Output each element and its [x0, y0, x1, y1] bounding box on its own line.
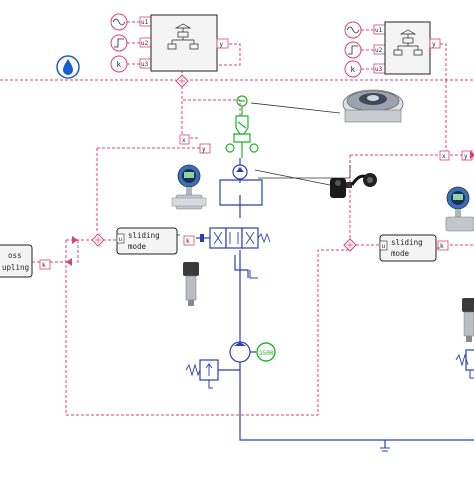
right-sliding-mode-block[interactable]: u sliding mode — [379, 234, 437, 262]
left-port-y: y — [220, 41, 224, 48]
right-port-u3: u3 — [375, 66, 383, 73]
right-sm-line1: sliding — [391, 238, 423, 247]
left-controller-box[interactable] — [150, 14, 218, 72]
tank-ground-symbols — [380, 447, 390, 452]
right-k-label: k — [351, 65, 356, 74]
gain-icon: k — [344, 60, 362, 78]
sine-wave-icon — [344, 21, 362, 39]
signal-arrow — [72, 236, 78, 244]
tag-k-right-sm: k — [440, 243, 444, 250]
signal-arrow-right — [470, 151, 474, 159]
signal-wiring — [0, 43, 474, 416]
pump-speed-badge: 1500 — [256, 342, 276, 362]
right-sm-line2: mode — [391, 249, 410, 258]
step-signal-icon — [344, 41, 362, 59]
directional-valve[interactable] — [196, 227, 271, 249]
right-sm-port-u: u — [382, 243, 386, 250]
water-drop-icon — [56, 55, 80, 79]
left-controller: k u1 u2 u3 y — [110, 13, 229, 73]
tank-symbol — [249, 270, 258, 279]
hydraulic-lines — [200, 179, 474, 448]
summing-junction-right — [343, 238, 357, 252]
load-cell-sensor[interactable] — [342, 89, 404, 123]
right-port-y: y — [432, 41, 436, 48]
summing-junction-left — [91, 233, 105, 247]
left-port-u3: u3 — [141, 61, 149, 68]
left-sm-line1: sliding — [128, 231, 160, 240]
step-signal-icon — [110, 34, 128, 52]
left-port-u2: u2 — [141, 40, 149, 47]
tag-x-right: x — [442, 153, 446, 160]
right-port-u1: u1 — [375, 27, 383, 34]
tag-k-left-sm: k — [186, 238, 190, 245]
flowchart-icon — [393, 29, 423, 56]
cross-coupling-line2: upling — [2, 263, 29, 272]
summing-junction-top — [175, 74, 189, 88]
hydraulic-pump[interactable] — [229, 341, 256, 363]
flow-meter-right[interactable] — [445, 186, 474, 232]
left-port-u1: u1 — [141, 19, 149, 26]
force-sensor-assembly[interactable] — [225, 95, 259, 158]
hydraulic-motor[interactable] — [232, 158, 248, 183]
relief-valve-right[interactable] — [455, 349, 474, 379]
sensor-connectors — [148, 102, 351, 236]
cross-coupling-line1: oss — [8, 251, 22, 260]
tag-y-right: y — [464, 153, 468, 160]
sine-wave-icon — [110, 13, 128, 31]
relief-valve[interactable] — [185, 359, 219, 389]
right-port-u2: u2 — [375, 47, 383, 54]
left-sm-port-u: u — [119, 236, 123, 243]
flow-meter-left[interactable] — [171, 164, 207, 210]
tag-y-mid: y — [202, 146, 206, 153]
flowchart-icon — [167, 23, 199, 50]
pressure-transmitter-right[interactable] — [462, 298, 474, 342]
tag-k-crosscoupling: k — [42, 262, 46, 269]
right-controller-box[interactable] — [384, 21, 431, 75]
pressure-transmitter-left[interactable] — [183, 262, 199, 306]
pump-speed-label: 1500 — [259, 350, 274, 357]
rotary-encoder[interactable] — [330, 173, 377, 198]
right-controller: k u1 u2 u3 y — [344, 21, 441, 78]
cross-coupling-block[interactable]: oss upling — [0, 244, 33, 278]
left-sm-line2: mode — [128, 242, 147, 251]
gain-icon: k — [110, 55, 128, 73]
left-k-label: k — [117, 60, 122, 69]
tag-x-mid: x — [182, 137, 186, 144]
left-sliding-mode-block[interactable]: u sliding mode — [116, 227, 178, 255]
